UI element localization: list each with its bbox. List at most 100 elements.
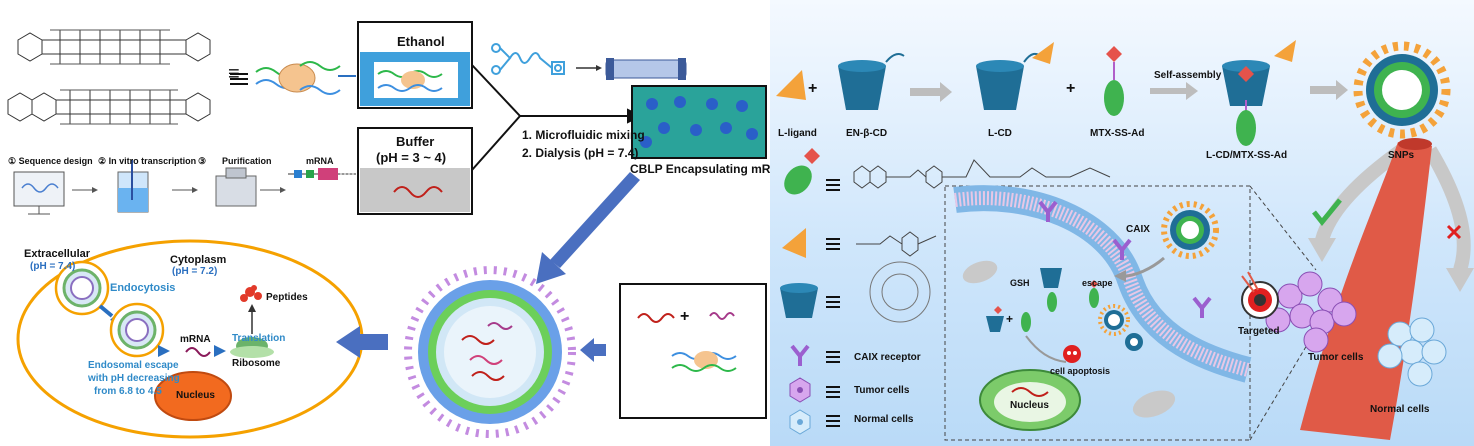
normal-cell-cluster: [1377, 317, 1447, 387]
en-cd-cup-icon: [838, 53, 905, 110]
purification-label: Purification: [222, 156, 272, 166]
escape-label: escape: [1082, 278, 1113, 288]
legend-normal-label: Normal cells: [854, 414, 914, 425]
apoptosis-label: cell apoptosis: [1050, 366, 1111, 376]
detail-nucleus-label: Nucleus: [1010, 400, 1049, 411]
arrow-grey-2: [1310, 80, 1348, 100]
mitochondria-icon: [962, 260, 1176, 418]
target-icon: [1241, 271, 1279, 319]
detail-snp-icon: [1161, 201, 1219, 259]
left-panel: ≡ Ethanol Buffer (pH = 3 ~ 4) 1. Microfl…: [7, 21, 770, 439]
translation-label: Translation: [232, 333, 286, 344]
curved-arrow-cross: [1423, 146, 1474, 292]
l-cd-mtx-label: L-CD/MTX-SS-Ad: [1206, 150, 1288, 161]
legend-tumor-icon: [789, 377, 811, 403]
equivalence-sign: [230, 73, 248, 85]
snps-label: SNPs: [1388, 150, 1415, 161]
nucleus-shape: [154, 371, 232, 421]
en-cd-label: EN-β-CD: [846, 128, 888, 139]
peptides-label: Peptides: [266, 292, 308, 303]
endosome-vesicle: [109, 302, 165, 358]
skull-icon: [1063, 345, 1081, 363]
endocytosis-label: Endocytosis: [110, 282, 176, 294]
caix-receptor-icons: [1038, 200, 1212, 318]
escape-line-3: from 6.8 to 4.5: [94, 386, 162, 397]
legend-normal-icon: [789, 409, 811, 435]
ligand-cone-icon: [776, 70, 806, 100]
l-ligand-label: L-ligand: [778, 128, 817, 139]
legend-mtx-icon: [784, 148, 820, 195]
mtx-ss-ad-icon: [1104, 46, 1124, 116]
step-dialysis: 2. Dialysis (pH = 7.4): [522, 146, 639, 160]
left-arrow-small: [580, 338, 606, 362]
buffer-ph-label: (pH = 3 ~ 4): [376, 150, 447, 165]
macrocycle-structure-top: [17, 29, 211, 65]
legend-caix-icon: [790, 344, 810, 366]
cell-detail-box: [944, 185, 1251, 441]
step-transcription: ② In vitro transcription: [98, 156, 197, 166]
snp-micelle-icon: [1353, 41, 1451, 139]
legend-equivalence-signs: [826, 179, 840, 427]
legend-cd-icon: [780, 283, 818, 318]
normal-cells-label: Normal cells: [1370, 404, 1430, 415]
l-cd-mtx-complex-icon: [1222, 40, 1296, 146]
buffer-label: Buffer: [396, 134, 435, 149]
components-box: [619, 283, 767, 419]
detail-vesicle-icon: [1098, 304, 1143, 351]
product-tank: [631, 85, 767, 159]
mrna-construct-label: mRNA: [306, 156, 334, 166]
endocytosis-vesicle: [54, 260, 110, 316]
detail-cd-mtx-icon: [986, 306, 1031, 332]
right-figure-graphics: [776, 40, 1474, 441]
l-cd-cup-icon: [976, 42, 1054, 110]
detail-complex-icon: [1040, 268, 1062, 312]
step-microfluidic: 1. Microfluidic mixing: [522, 128, 645, 142]
components-plus: +: [680, 308, 690, 325]
equivalence-label: ≡: [228, 63, 240, 85]
purification-device-icon: [215, 167, 257, 207]
gsh-label: GSH: [1010, 278, 1030, 288]
ligand-chemical-structure: [856, 231, 937, 257]
plus-sign-1: +: [808, 80, 818, 97]
extracellular-ph: (pH = 7.4): [30, 261, 76, 272]
cytoplasm-ph: (pH = 7.2): [172, 266, 218, 277]
mtx-label: MTX-SS-Ad: [1090, 128, 1145, 139]
step-sequence-design: ① Sequence design: [8, 156, 93, 166]
ribosome-icon: [230, 337, 274, 358]
check-mark-icon: [1312, 198, 1342, 226]
targeted-label: Targeted: [1238, 326, 1280, 337]
extracellular-label: Extracellular: [24, 248, 91, 260]
mrna-label: mRNA: [180, 334, 211, 345]
sequence-monitor-icon: [13, 171, 65, 215]
self-assembly-label: Self-assembly: [1154, 70, 1222, 81]
detail-mtx-icon: [1089, 280, 1099, 308]
ethanol-label: Ethanol: [397, 34, 445, 49]
step-number-3: ③: [198, 156, 207, 166]
diagonal-arrow: [536, 172, 640, 284]
detail-plus-sign: +: [1006, 312, 1014, 326]
mrna-construct-icon: [288, 168, 356, 180]
nanoparticle: [404, 266, 576, 438]
plus-sign-2: +: [1066, 80, 1076, 97]
tumor-cells-label: Tumor cells: [1308, 352, 1364, 363]
ribosome-label: Ribosome: [232, 358, 281, 369]
legend-tumor-label: Tumor cells: [854, 385, 910, 396]
peptides-icon: [240, 285, 262, 302]
cell-membrane-band: [953, 185, 1252, 383]
left-figure-graphics: [7, 21, 767, 439]
curved-arrow-check: [1308, 144, 1407, 262]
cytoplasm-label: Cytoplasm: [170, 254, 227, 266]
caix-label: CAIX: [1126, 224, 1150, 235]
mrna-strand: [185, 347, 211, 357]
legend-caix-label: CAIX receptor: [854, 352, 921, 363]
capsule-mrna-icon: [255, 61, 341, 95]
microfluidic-chip-icon: [491, 43, 565, 75]
left-arrow-large: [336, 326, 388, 358]
transcription-beaker-icon: [117, 160, 149, 213]
arrow-self-assembly: [1150, 82, 1198, 100]
escape-arrow: [1114, 256, 1165, 282]
nucleus-icon: [979, 369, 1081, 431]
mtx-chemical-structure: [853, 159, 1111, 189]
ethanol-container: [357, 21, 473, 109]
product-label: CBLP Encapsulating mRNA: [630, 162, 770, 176]
